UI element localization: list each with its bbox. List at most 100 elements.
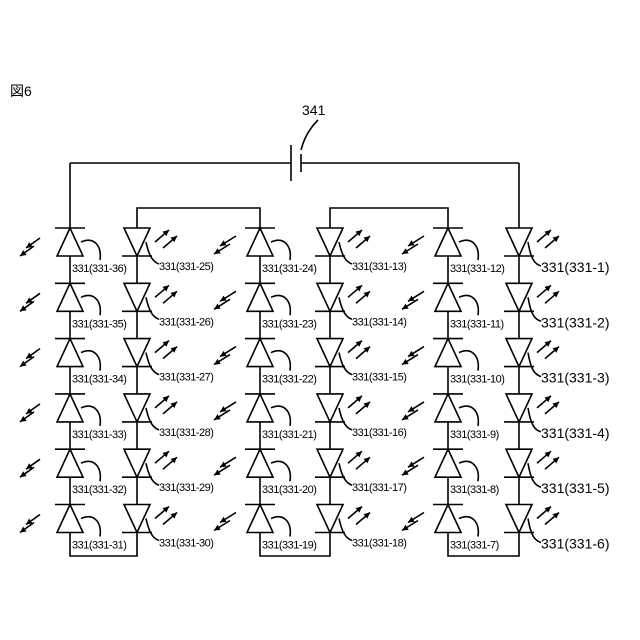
led-c1-r6-leader [81, 517, 100, 537]
led-c1-r2-light-arrow-b-head [20, 305, 27, 311]
led-c1-r4-label: 331(331-33) [72, 429, 126, 441]
led-c2-r2-leader [146, 297, 159, 319]
led-c1-r5-label: 331(331-32) [72, 484, 126, 496]
led-c5-r2-label: 331(331-11) [450, 318, 504, 330]
led-c3-r5-leader [271, 461, 290, 481]
led-c5-r3-leader [459, 351, 478, 371]
led-c5-r5-label: 331(331-8) [450, 484, 499, 496]
led-c3-r1-diode-icon [247, 228, 273, 256]
led-c6-r6-leader [528, 519, 541, 543]
figure-label: 図6 [10, 83, 32, 99]
led-c1-r4-diode-icon [57, 394, 83, 422]
led-c3-r6-label: 331(331-19) [262, 540, 316, 552]
led-c4-r4-label: 331(331-16) [352, 427, 406, 439]
led-c5-r6-leader [459, 517, 478, 537]
led-c1-r3-label: 331(331-34) [72, 374, 126, 386]
led-c1-r1-light-arrow-b-head [20, 250, 27, 256]
led-c1-r3-leader [81, 351, 100, 371]
top-bridge-1 [137, 208, 260, 228]
led-c6-r3-label: 331(331-3) [541, 370, 610, 386]
led-c1-r6-label: 331(331-31) [72, 540, 126, 552]
led-c5-r6-label: 331(331-7) [450, 540, 499, 552]
led-c4-r2-leader [339, 297, 352, 319]
led-c3-r3-diode-icon [247, 339, 273, 367]
led-c2-r1-leader [146, 242, 159, 264]
led-c3-r1-leader [271, 240, 290, 260]
led-c3-r4-leader [271, 406, 290, 426]
battery-label: 341 [302, 102, 326, 118]
led-c6-r6-label: 331(331-6) [541, 536, 610, 552]
led-c5-r3-label: 331(331-10) [450, 374, 504, 386]
led-c3-r6-diode-icon [247, 505, 273, 533]
led-c4-r1-label: 331(331-13) [352, 261, 406, 273]
led-c2-r4-label: 331(331-28) [159, 427, 213, 439]
led-c5-r2-leader [459, 296, 478, 316]
led-c2-r3-leader [146, 353, 159, 375]
led-c5-r6-diode-icon [435, 505, 461, 533]
led-c3-r2-diode-icon [247, 283, 273, 311]
led-c3-r5-label: 331(331-20) [262, 484, 316, 496]
led-c3-r4-diode-icon [247, 394, 273, 422]
led-c5-r4-leader [459, 406, 478, 426]
led-c6-r5-label: 331(331-5) [541, 480, 610, 496]
led-c1-r5-light-arrow-b-head [20, 471, 27, 477]
led-c4-r5-label: 331(331-17) [352, 482, 406, 494]
led-c5-r1-label: 331(331-12) [450, 263, 504, 275]
led-c4-r3-leader [339, 353, 352, 375]
led-c1-r2-leader [81, 296, 100, 316]
led-c2-r6-label: 331(331-30) [159, 538, 213, 550]
led-c4-r1-leader [339, 242, 352, 264]
led-c1-r4-leader [81, 406, 100, 426]
led-c3-r3-label: 331(331-22) [262, 374, 316, 386]
led-c4-r6-label: 331(331-18) [352, 538, 406, 550]
led-c1-r2-label: 331(331-35) [72, 318, 126, 330]
led-c5-r5-diode-icon [435, 449, 461, 477]
led-c2-r5-leader [146, 463, 159, 485]
led-c2-r5-label: 331(331-29) [159, 482, 213, 494]
led-c4-r2-label: 331(331-14) [352, 316, 406, 328]
led-c3-r4-label: 331(331-21) [262, 429, 316, 441]
led-c3-r2-label: 331(331-23) [262, 318, 316, 330]
led-c4-r3-label: 331(331-15) [352, 372, 406, 384]
led-c1-r6-diode-icon [57, 505, 83, 533]
led-c5-r4-label: 331(331-9) [450, 429, 499, 441]
led-c5-r4-diode-icon [435, 394, 461, 422]
led-c4-r4-leader [339, 408, 352, 430]
led-c3-r1-label: 331(331-24) [262, 263, 316, 275]
led-c1-r1-diode-icon [57, 228, 83, 256]
led-c1-r2-diode-icon [57, 283, 83, 311]
led-c2-r6-leader [146, 519, 159, 541]
led-c1-r3-diode-icon [57, 339, 83, 367]
led-c5-r3-diode-icon [435, 339, 461, 367]
top-bridge-2 [330, 208, 448, 228]
led-c4-r5-leader [339, 463, 352, 485]
led-c2-r3-label: 331(331-27) [159, 372, 213, 384]
led-c3-r6-leader [271, 517, 290, 537]
led-c2-r4-leader [146, 408, 159, 430]
battery-label-leader [301, 120, 318, 150]
led-c6-r5-leader [528, 463, 541, 487]
led-c1-r6-light-arrow-b-head [20, 527, 27, 533]
led-c6-r3-leader [528, 353, 541, 377]
led-c6-r2-leader [528, 297, 541, 321]
led-c6-r4-leader [528, 408, 541, 432]
led-c1-r1-leader [81, 240, 100, 260]
led-c2-r1-label: 331(331-25) [159, 261, 213, 273]
led-c1-r3-light-arrow-b-head [20, 361, 27, 367]
led-c5-r2-diode-icon [435, 283, 461, 311]
led-c5-r1-leader [459, 240, 478, 260]
led-c3-r2-leader [271, 296, 290, 316]
led-c6-r2-label: 331(331-2) [541, 314, 610, 330]
led-c6-r1-label: 331(331-1) [541, 259, 610, 275]
led-c6-r4-label: 331(331-4) [541, 425, 610, 441]
led-c1-r1-label: 331(331-36) [72, 263, 126, 275]
led-c3-r3-leader [271, 351, 290, 371]
led-c5-r5-leader [459, 461, 478, 481]
led-c6-r1-leader [528, 242, 541, 266]
led-columns: 331(331-36) 331(331-35) 331(331-34) 331(331… [20, 228, 610, 552]
led-c1-r4-light-arrow-b-head [20, 416, 27, 422]
led-c5-r1-diode-icon [435, 228, 461, 256]
led-c3-r5-diode-icon [247, 449, 273, 477]
led-c4-r6-leader [339, 519, 352, 541]
